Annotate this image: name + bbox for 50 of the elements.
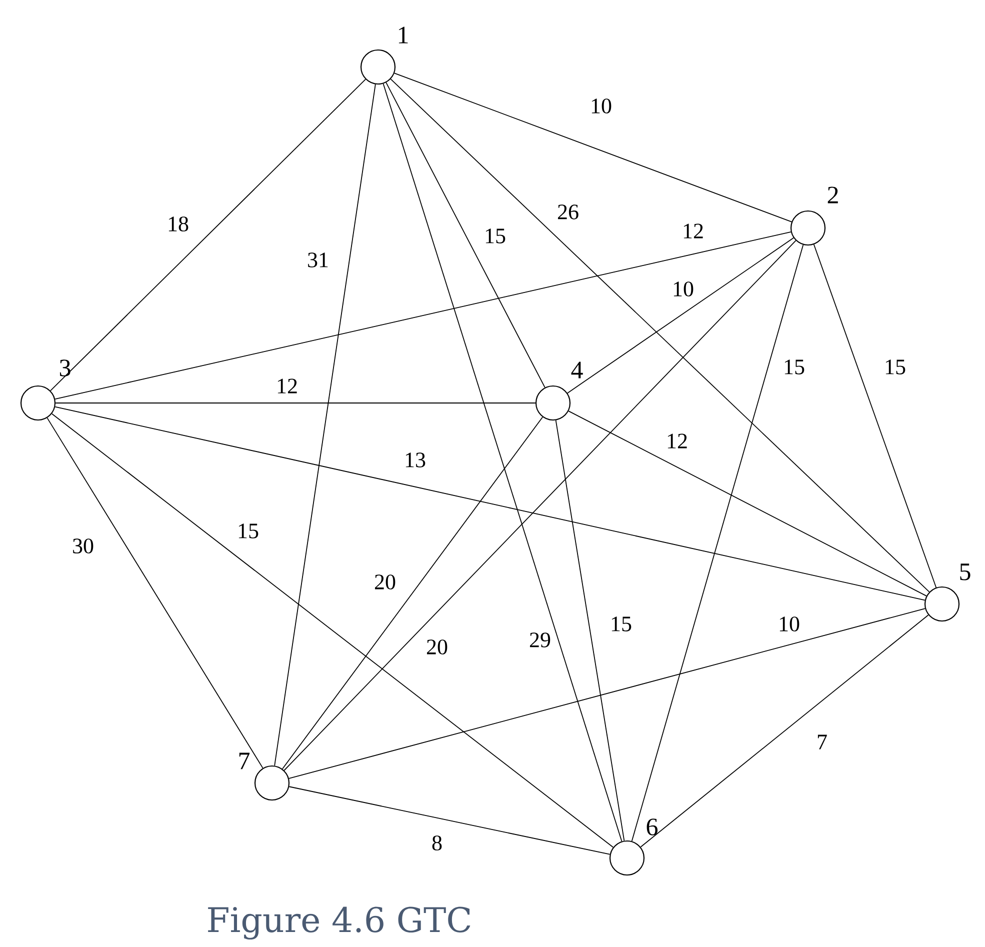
edge-label: 20 xyxy=(425,638,449,656)
edge-line xyxy=(46,418,264,768)
edge-line xyxy=(386,82,546,388)
edge-line xyxy=(282,416,544,770)
edge-label: 15 xyxy=(883,358,907,376)
edge-line xyxy=(274,84,376,766)
edge-line xyxy=(631,244,804,842)
edge-label: 10 xyxy=(777,616,801,632)
edge-line xyxy=(394,72,792,222)
edge-label: 31 xyxy=(306,252,330,268)
caption: Figure 4.6 GTC xyxy=(208,906,470,940)
edge-label: 10 xyxy=(589,98,613,114)
edge-line xyxy=(567,237,794,394)
edge-label: 7 xyxy=(816,734,828,750)
edge-line xyxy=(50,78,366,392)
edge-line xyxy=(54,231,792,400)
edge-label: 15 xyxy=(609,616,633,632)
node-number: 3 xyxy=(60,360,70,376)
edge-label: 20 xyxy=(373,574,397,590)
edge-line xyxy=(390,78,930,592)
edge-label: 15 xyxy=(236,522,260,540)
edge-label: 18 xyxy=(166,216,190,232)
edge-label: 29 xyxy=(528,632,552,648)
edge-label: 12 xyxy=(275,378,299,394)
node-number: 2 xyxy=(828,186,838,204)
node-number: 4 xyxy=(571,362,583,378)
edge-line xyxy=(640,614,929,848)
node-number: 5 xyxy=(960,564,970,580)
edge-label: 30 xyxy=(71,538,95,554)
edge-label: 13 xyxy=(403,452,427,468)
node-number: 7 xyxy=(239,752,250,770)
edge-label: 15 xyxy=(782,358,806,376)
edge-line xyxy=(55,402,536,404)
edge-line xyxy=(288,786,610,855)
edge-line xyxy=(555,420,625,842)
edge-line xyxy=(568,410,927,596)
edge-line xyxy=(382,83,622,842)
edge-line xyxy=(288,608,926,779)
node-number: 6 xyxy=(646,818,658,836)
edge-line xyxy=(54,406,926,601)
edge-label: 26 xyxy=(556,204,580,220)
edge-label: 8 xyxy=(430,834,444,852)
edge-label: 10 xyxy=(671,280,695,298)
edge-line xyxy=(813,244,937,588)
node-number: 1 xyxy=(398,26,408,44)
edge-label: 12 xyxy=(665,432,689,450)
edge-line xyxy=(51,413,614,848)
edge-label: 12 xyxy=(681,222,705,240)
edge-line xyxy=(284,240,796,771)
edge-label: 15 xyxy=(483,228,507,244)
